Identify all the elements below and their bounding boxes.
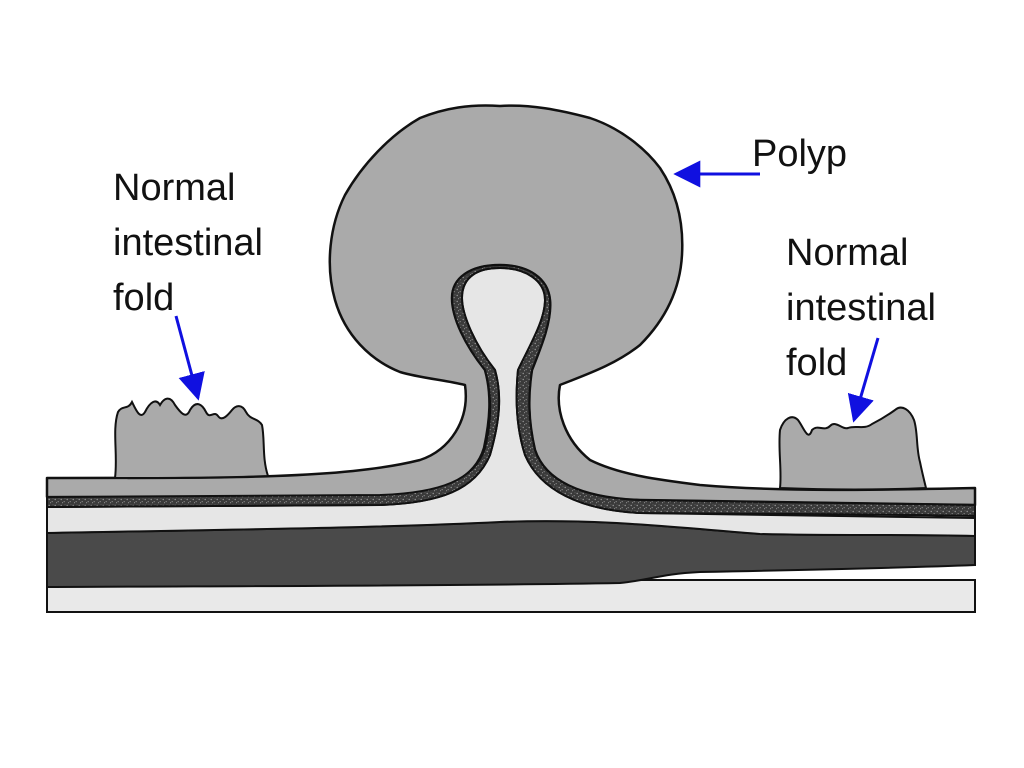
right-fold-arrow <box>847 337 880 423</box>
left-fold-label-line1: Normal <box>113 167 235 209</box>
left-fold-label-line2: intestinal <box>113 222 263 264</box>
stalk-lining <box>46 263 976 518</box>
left-fold-label-line3: fold <box>113 277 174 319</box>
right-fold-label-line2: intestinal <box>786 287 936 329</box>
left-intestinal-fold <box>113 397 270 480</box>
left-fold-arrow <box>174 315 205 401</box>
right-fold-label-line1: Normal <box>786 232 908 274</box>
polyp-label: Polyp <box>752 133 847 175</box>
right-intestinal-fold <box>778 406 928 491</box>
right-fold-label-line3: fold <box>786 342 847 384</box>
